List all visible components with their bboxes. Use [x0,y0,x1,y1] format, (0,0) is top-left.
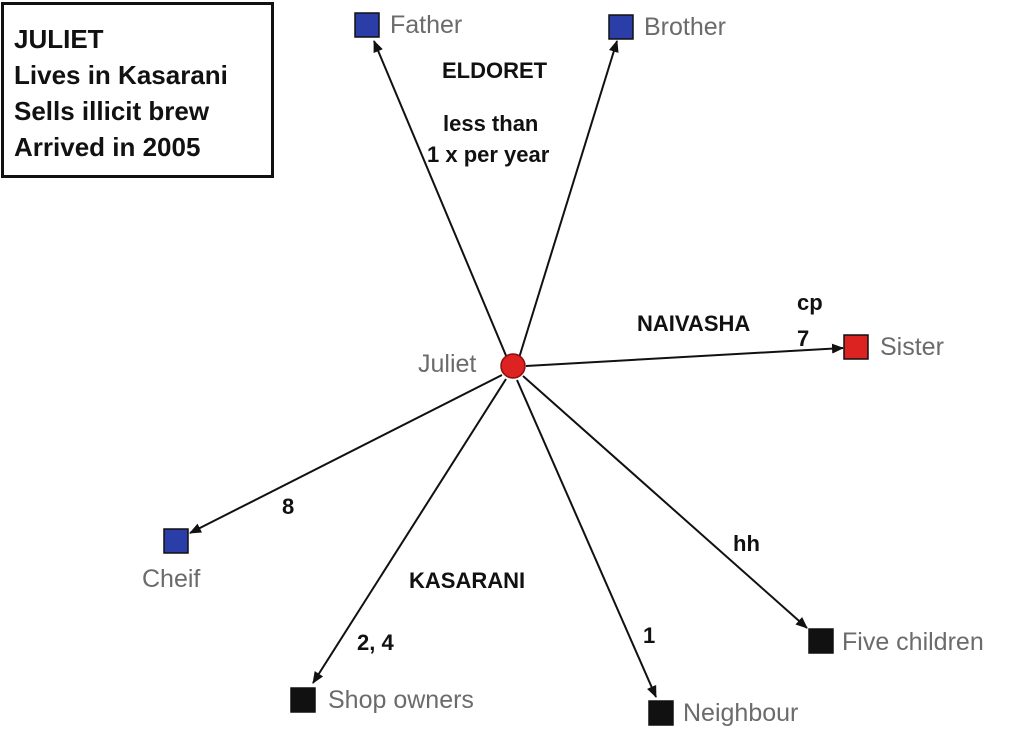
node-neighbour [648,700,674,726]
node-five-children [808,628,834,654]
node-brother [608,14,634,40]
info-residence: Lives in Kasarani [14,60,228,90]
node-father [354,12,380,38]
edge-label-shop-owners: 2, 4 [357,630,394,655]
node-label-father: Father [390,11,462,39]
edge-juliet-cheif [189,374,503,534]
region-label-kasarani: KASARANI [409,568,525,593]
edge-juliet-brother [518,40,619,359]
node-label-sister: Sister [880,333,944,361]
node-shop-owners [290,687,316,713]
edge-label-five-children: hh [733,531,760,556]
edge-label-sister-cp: cp [797,290,823,315]
edge-label-neighbour: 1 [643,623,655,648]
edge-juliet-shop-owners [312,378,507,684]
node-label-brother: Brother [644,13,726,41]
node-label-five-children: Five children [842,628,984,656]
node-label-cheif: Cheif [142,565,200,593]
node-label-shop-owners: Shop owners [328,686,474,714]
edge-juliet-father [373,40,508,359]
edge-juliet-sister [525,343,844,367]
edge-label-cheif: 8 [282,494,294,519]
edge-label-sister-frequency: 7 [797,326,809,351]
profile-info-box: JULIET Lives in Kasarani Sells illicit b… [1,2,274,178]
node-cheif [163,528,189,554]
node-label-neighbour: Neighbour [683,699,798,727]
node-sister [843,334,869,360]
edge-label-eldoret-frequency-line2: 1 x per year [427,142,550,167]
edge-juliet-five-children [522,375,808,629]
region-label-eldoret: ELDORET [442,58,548,83]
region-label-naivasha: NAIVASHA [637,311,750,336]
ego-node-juliet [500,353,526,379]
ego-label: Juliet [418,350,476,378]
info-arrival: Arrived in 2005 [14,132,201,162]
edges [189,40,844,698]
edge-juliet-neighbour [516,379,657,698]
edge-label-eldoret-frequency-line1: less than [443,111,538,136]
info-occupation: Sells illicit brew [14,96,210,126]
info-name: JULIET [14,24,104,54]
